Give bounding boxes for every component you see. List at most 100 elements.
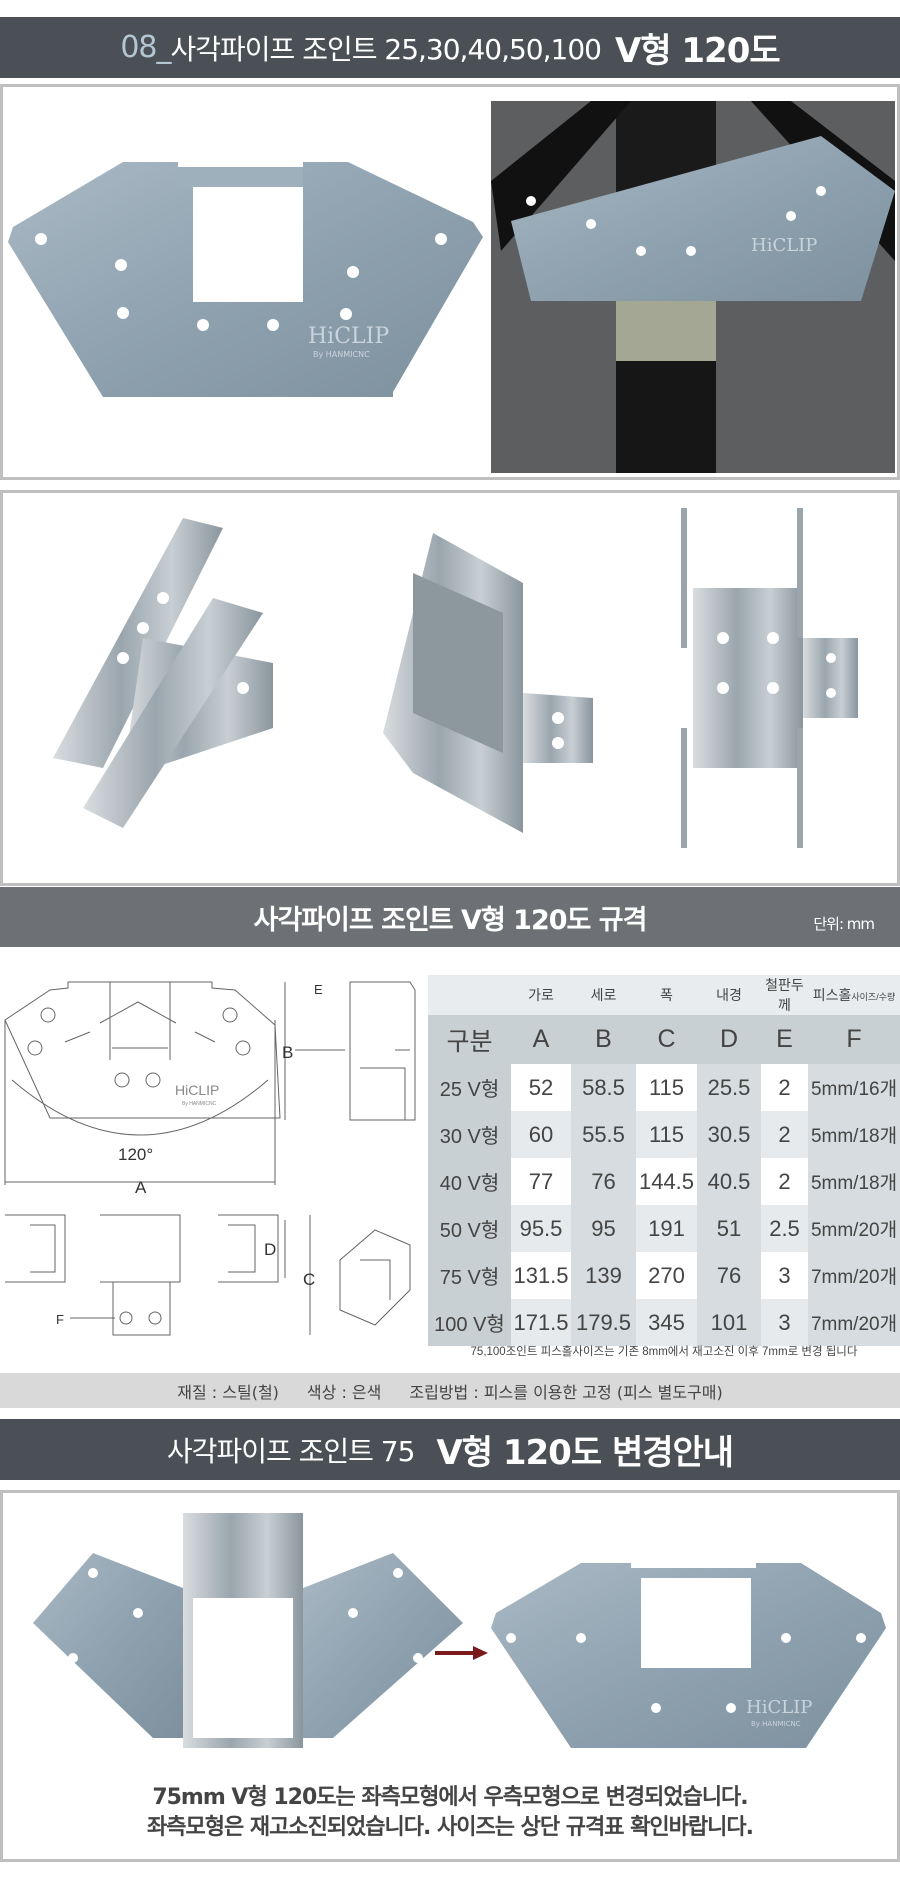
change-title-strong: V형 120도 변경안내 [436,1433,734,1473]
angle-label: 120° [118,1145,153,1164]
dim-d-label: D [264,1240,276,1259]
drawing-brand-sub: By HANMICNC [182,1101,217,1107]
page-title: 08_ 사각파이프 조인트 25,30,40,50,100 V형 120도 [0,17,900,78]
table-cell-b: 76 [571,1158,636,1205]
table-cell-b: 58.5 [571,1064,636,1111]
notice-line-1: 75mm V형 120도는 좌측모형에서 우측모형으로 변경되었습니다. [152,1785,748,1810]
unit-label: 단위: mm [813,915,875,933]
table-cell-c: 144.5 [636,1158,697,1205]
table-cell-b: 179.5 [571,1299,636,1346]
table-cell-label: 30 V형 [428,1111,511,1158]
change-title: 사각파이프 조인트 75 [166,1434,416,1468]
desc-header: 가로 [511,975,571,1015]
table-cell-d: 30.5 [697,1111,761,1158]
table-cell-a: 95.5 [511,1205,571,1252]
desc-header-sub: 사이즈/수량 [851,992,896,1002]
old-model-photo [33,1513,463,1748]
brand-logo: HiCLIP [751,235,817,256]
desc-header-main: 피스홀 [812,987,852,1003]
assembly-text: 조립방법 : 피스를 이용한 고정 (피스 별도구매) [409,1382,723,1402]
spec-table: 가로 세로 폭 내경 철판두께 피스홀사이즈/수량 구분 A B C D E F… [428,975,900,1346]
dim-b-label: B [282,1043,293,1062]
spec-section-header: 사각파이프 조인트 V형 120도 규격 단위: mm [0,887,900,947]
table-cell-c: 345 [636,1299,697,1346]
table-cell-e: 2 [761,1158,808,1205]
desc-header [428,975,511,1015]
desc-header: 철판두께 [761,975,808,1015]
dim-f-label: F [56,1312,64,1327]
table-cell-label: 50 V형 [428,1205,511,1252]
table-cell-d: 25.5 [697,1064,761,1111]
table-cell-label: 40 V형 [428,1158,511,1205]
joint-angle-photo-3 [681,508,858,848]
table-cell-a: 171.5 [511,1299,571,1346]
dim-a-label: A [135,1178,147,1197]
spec-title: 사각파이프 조인트 V형 120도 규격 [253,904,648,936]
col-header: B [571,1015,636,1064]
table-cell-d: 51 [697,1205,761,1252]
technical-drawing: 120° A B C D E F HiCLIP By HANMICNC [4,981,416,1336]
table-cell-c: 115 [636,1111,697,1158]
table-cell-d: 76 [697,1252,761,1299]
change-notice-panel: HiCLIP By HANMICNC 75mm V형 120도는 좌측모형에서 … [0,1490,900,1862]
product-angle-photo-panel [0,490,900,886]
table-cell-a: 52 [511,1064,571,1111]
assembled-joint-photo: HiCLIP [491,101,895,473]
product-photo-panel: HiCLIP By HANMICNC HiCLIP [0,84,900,480]
table-cell-label: 100 V형 [428,1299,511,1346]
material-text: 재질 : 스틸(철) [177,1382,279,1402]
brand-sub: By HANMICNC [751,1720,801,1728]
desc-header: 내경 [697,975,761,1015]
desc-header: 세로 [571,975,636,1015]
table-cell-b: 55.5 [571,1111,636,1158]
col-header: C [636,1015,697,1064]
table-cell-f: 7mm/20개 [808,1252,900,1299]
table-cell-f: 5mm/18개 [808,1158,900,1205]
table-desc-row: 가로 세로 폭 내경 철판두께 피스홀사이즈/수량 [428,975,900,1015]
color-text: 색상 : 은색 [306,1382,382,1402]
col-header: E [761,1015,808,1064]
col-header: D [697,1015,761,1064]
table-cell-c: 191 [636,1205,697,1252]
dim-e-label: E [314,982,323,997]
table-cell-d: 101 [697,1299,761,1346]
table-cell-c: 115 [636,1064,697,1111]
table-cell-e: 3 [761,1299,808,1346]
drawing-brand-logo: HiCLIP [175,1082,219,1098]
table-cell-d: 40.5 [697,1158,761,1205]
table-cell-b: 139 [571,1252,636,1299]
col-header: F [808,1015,900,1064]
flat-joint-photo: HiCLIP By HANMICNC [8,162,483,397]
table-cell-c: 270 [636,1252,697,1299]
title-text: 사각파이프 조인트 25,30,40,50,100 [170,32,602,66]
table-cell-e: 2.5 [761,1205,808,1252]
notice-line-2: 좌측모형은 재고소진되었습니다. 사이즈는 상단 규격표 확인바랍니다. [147,1815,754,1840]
col-header: A [511,1015,571,1064]
joint-angle-photo-2 [383,533,593,833]
table-cell-f: 5mm/20개 [808,1205,900,1252]
table-cell-f: 5mm/18개 [808,1111,900,1158]
brand-logo: HiCLIP [746,1697,812,1718]
table-cell-label: 25 V형 [428,1064,511,1111]
desc-header: 폭 [636,975,697,1015]
table-cell-a: 60 [511,1111,571,1158]
section-number: 08_ [120,30,171,65]
table-cell-f: 5mm/16개 [808,1064,900,1111]
table-cell-b: 95 [571,1205,636,1252]
dim-c-label: C [303,1270,315,1289]
brand-logo: HiCLIP [308,324,389,349]
table-cell-e: 2 [761,1111,808,1158]
table-footnote: 75,100조인트 피스홀사이즈는 기존 8mm에서 재고소진 이후 7mm로 … [470,1346,858,1358]
joint-angle-photo-1 [53,518,273,828]
table-cell-e: 2 [761,1064,808,1111]
material-info-bar: 재질 : 스틸(철) 색상 : 은색 조립방법 : 피스를 이용한 고정 (피스… [0,1373,900,1408]
brand-sub: By HANMICNC [313,350,370,359]
title-strong: V형 120도 [614,31,781,71]
change-notice-text: 75mm V형 120도는 좌측모형에서 우측모형으로 변경되었습니다. 좌측모… [3,1783,897,1843]
